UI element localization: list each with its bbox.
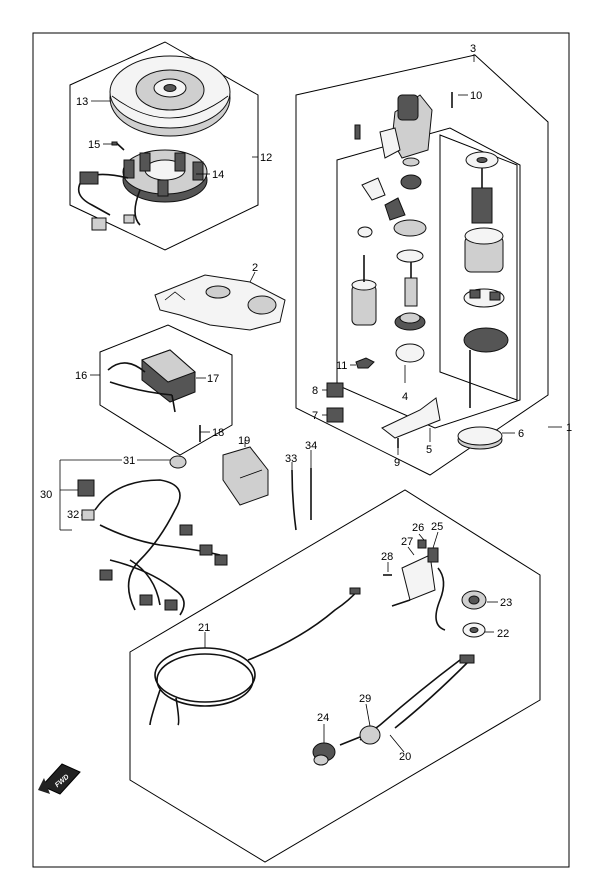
callout-23: 23 <box>500 597 512 609</box>
callout-8: 8 <box>312 385 318 397</box>
stator <box>122 149 208 203</box>
callout-30: 30 <box>40 489 52 501</box>
bolt-15 <box>111 141 125 151</box>
wiring-harness <box>94 479 228 616</box>
callout-10: 10 <box>470 90 482 102</box>
relay-7 <box>326 407 344 423</box>
brush-holder <box>463 288 505 308</box>
callout-21: 21 <box>198 622 210 634</box>
callout-13: 13 <box>76 96 88 108</box>
callout-16: 16 <box>75 370 87 382</box>
cable-tie-33 <box>291 469 297 531</box>
callout-14: 14 <box>212 169 224 181</box>
armature <box>471 168 493 224</box>
grommet-23 <box>461 590 487 610</box>
stop-switch <box>312 742 336 766</box>
battery-cable <box>149 587 361 726</box>
group-frame-flywheel <box>69 41 259 251</box>
group-frame-rectifier <box>99 324 233 456</box>
callout-24: 24 <box>317 712 329 724</box>
callout-34: 34 <box>305 440 317 452</box>
group-frame-wiring <box>129 489 541 863</box>
relay-30 <box>77 479 95 497</box>
callout-2: 2 <box>252 262 258 274</box>
switch-bracket <box>391 539 446 631</box>
callout-19: 19 <box>238 435 250 447</box>
callout-31: 31 <box>123 455 135 467</box>
bracket-5 <box>381 397 441 448</box>
bolt-small <box>354 124 361 140</box>
plunger <box>357 226 373 238</box>
yoke <box>464 227 504 273</box>
clutch <box>393 219 427 237</box>
rectifier <box>141 349 196 403</box>
end-cap <box>465 151 499 169</box>
callout-20: 20 <box>399 751 411 763</box>
callout-4: 4 <box>402 391 408 403</box>
leader-lines <box>59 54 562 753</box>
callout-11: 11 <box>336 360 347 372</box>
flywheel <box>109 55 231 137</box>
stator-connector <box>91 217 107 231</box>
band-6 <box>457 426 503 450</box>
plate-22 <box>462 622 486 638</box>
starter-bracket-ring <box>395 343 425 363</box>
brush-housing <box>394 312 426 331</box>
callout-labels: 1 2 3 4 5 6 7 8 9 10 11 12 13 14 15 16 1… <box>40 43 572 789</box>
pinion <box>400 174 422 190</box>
callout-9: 9 <box>394 457 400 469</box>
callout-12: 12 <box>260 152 272 164</box>
callout-26: 26 <box>412 522 424 534</box>
callout-5: 5 <box>426 444 432 456</box>
callout-33: 33 <box>285 453 297 465</box>
callout-15: 15 <box>88 139 100 151</box>
callout-6: 6 <box>518 428 524 440</box>
callout-32: 32 <box>67 509 79 521</box>
callout-27: 27 <box>401 536 413 548</box>
stator-plate <box>154 274 286 331</box>
armature-shaft <box>404 262 418 307</box>
stator-connector-2 <box>123 214 135 224</box>
switch-cable <box>339 654 475 746</box>
callout-17: 17 <box>207 373 219 385</box>
callout-7: 7 <box>312 410 318 422</box>
connector-32 <box>81 509 95 521</box>
callout-22: 22 <box>497 628 509 640</box>
callout-28: 28 <box>381 551 393 563</box>
grommet-31 <box>169 455 187 469</box>
callout-29: 29 <box>359 693 371 705</box>
pulser-coil <box>79 171 99 185</box>
nut-11 <box>355 357 375 369</box>
callout-1: 1 <box>566 422 572 434</box>
forward-arrow <box>38 763 81 795</box>
outer-frame <box>32 32 570 868</box>
callout-18: 18 <box>212 427 224 439</box>
callout-25: 25 <box>431 521 443 533</box>
stator-lead-2 <box>134 189 141 226</box>
relay-8 <box>326 382 344 398</box>
gasket <box>396 249 424 263</box>
rectifier-leads <box>107 362 176 413</box>
spring <box>402 157 420 167</box>
group-frame-starter <box>295 54 549 476</box>
shift-lever <box>361 177 406 221</box>
starter-motor-body <box>351 255 377 326</box>
commutator-cap <box>463 327 509 353</box>
callout-3: 3 <box>470 43 476 55</box>
starter-solenoid <box>379 94 433 159</box>
cdi-unit <box>222 446 269 506</box>
